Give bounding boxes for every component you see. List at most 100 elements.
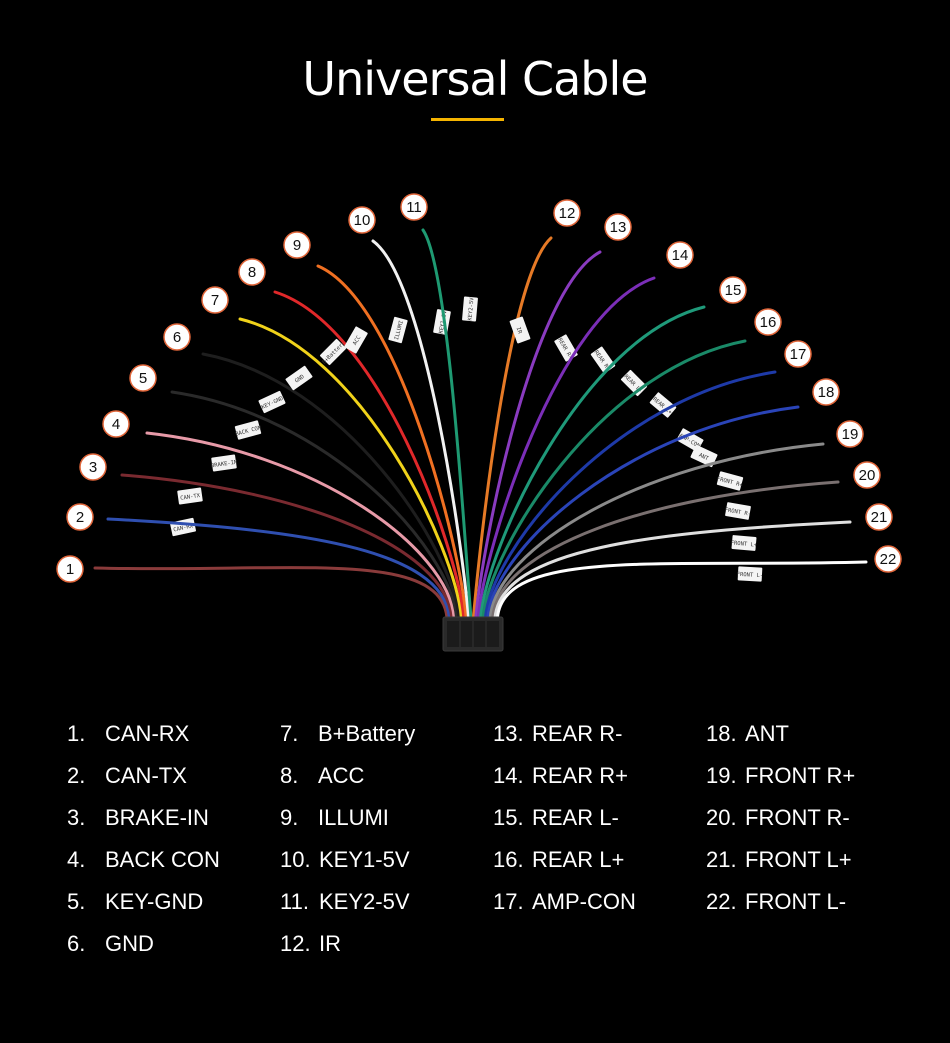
legend-label: BACK CON [105,847,220,872]
badge-circle [79,453,107,481]
wire-14 [476,276,656,620]
wire-tag-sleeve [177,487,203,505]
legend-item-8: 8. ACC [280,763,364,789]
legend-label: B+Battery [318,721,416,746]
wire-tag-4: BACK CON [235,420,262,440]
legend-number: 18. [706,721,737,746]
legend-label: FRONT L- [745,889,847,914]
badge-number: 6 [173,329,181,346]
legend-item-1: 1.CAN-RX [67,721,189,747]
pin-badge-8: 8 [238,258,266,286]
legend-number: 5. [67,889,86,914]
legend-number: 9. [280,805,299,830]
wire-tag-1: CAN-RX [169,517,197,537]
legend-label: KEY-GND [105,889,204,914]
legend-item-2: 2. CAN-TX [67,763,187,789]
page-title: Universal Cable [302,52,648,106]
legend-label: ANT [745,721,789,746]
badge-circle [102,410,130,438]
legend-label: AMP-CON [532,889,636,914]
legend-label: CAN-TX [105,763,187,788]
badge-number: 20 [859,467,876,484]
wire-tag-sleeve [725,502,751,520]
legend-number: 17. [493,889,524,914]
badge-circle [836,420,864,448]
wire-15 [479,305,706,620]
wire-tag-12: IR [509,316,531,344]
legend-label: REAR R+ [532,763,628,788]
legend-number: 11. [280,889,309,914]
pin-badge-20: 20 [853,461,881,489]
badge-circle [56,555,84,583]
legend-item-3: 3.BRAKE-IN [67,805,209,831]
badge-number: 8 [248,264,256,281]
badge-number: 4 [112,416,120,433]
legend-item-6: 6.GND [67,931,154,957]
legend-label: GND [105,931,154,956]
badge-number: 15 [725,282,742,299]
pin-badge-22: 22 [874,545,902,573]
badge-circle [553,199,581,227]
wire-17 [483,370,777,620]
badge-circle [853,461,881,489]
wire-16 [481,339,747,620]
wire-tag-11: KEY2-5V [462,296,478,322]
legend-number: 8. [280,763,299,788]
pin-badge-16: 16 [754,308,782,336]
legend-label: ACC [318,763,365,788]
wire-tag-sleeve [344,326,368,354]
legend-number: 10. [280,847,311,872]
badge-number: 14 [672,247,689,264]
wire-tag-14: REAR R+ [590,346,616,374]
legend-number: 7. [280,721,299,746]
pin-badge-13: 13 [604,213,632,241]
badge-number: 16 [760,314,777,331]
badge-circle [400,193,428,221]
wire-tag-sleeve [737,566,763,582]
legend-number: 1. [67,721,86,746]
legend-item-7: 7. B+Battery [280,721,415,747]
pin-badge-18: 18 [812,378,840,406]
pin-badge-17: 17 [784,340,812,368]
wire-tag-text: GND [294,374,306,385]
legend-label: REAR L- [532,805,619,830]
pin-badge-5: 5 [129,364,157,392]
pin-badge-4: 4 [102,410,130,438]
title-underline [431,118,504,121]
pin-badge-11: 11 [400,193,428,221]
badge-circle [348,206,376,234]
wire-5 [170,390,459,620]
wire-tag-sleeve [731,535,757,551]
legend-label: BRAKE-IN [105,805,209,830]
wire-tag-text: FRONT R- [724,507,751,518]
badge-number: 9 [293,237,301,254]
wire-3 [120,473,454,620]
legend-label: FRONT L+ [745,847,852,872]
badge-circle [874,545,902,573]
badge-circle [604,213,632,241]
badge-number: 5 [139,370,147,387]
pin-badge-14: 14 [666,241,694,269]
wire-tag-20: FRONT R- [724,502,751,520]
wire-tag-text: CAN-TX [180,493,201,502]
badge-number: 11 [406,199,422,216]
legend-number: 4. [67,847,86,872]
badge-circle [238,258,266,286]
wire-tag-text: FRONT L- [737,572,764,579]
wire-10 [371,239,471,620]
wire-tag-sleeve [509,316,531,344]
pin-badge-2: 2 [66,503,94,531]
badge-circle [66,503,94,531]
legend-item-20: 20.FRONT R- [706,805,850,831]
badge-circle [719,276,747,304]
legend-label: KEY1-5V [319,847,410,872]
legend-item-10: 10. KEY1-5V [280,847,410,873]
legend-number: 19. [706,763,737,788]
wire-tag-sleeve [319,338,347,366]
legend-number: 22. [706,889,737,914]
wire-tag-6: GND [285,365,313,391]
legend-label: KEY2-5V [319,889,410,914]
legend-number: 2. [67,763,86,788]
legend-item-16: 16.REAR L+ [493,847,624,873]
